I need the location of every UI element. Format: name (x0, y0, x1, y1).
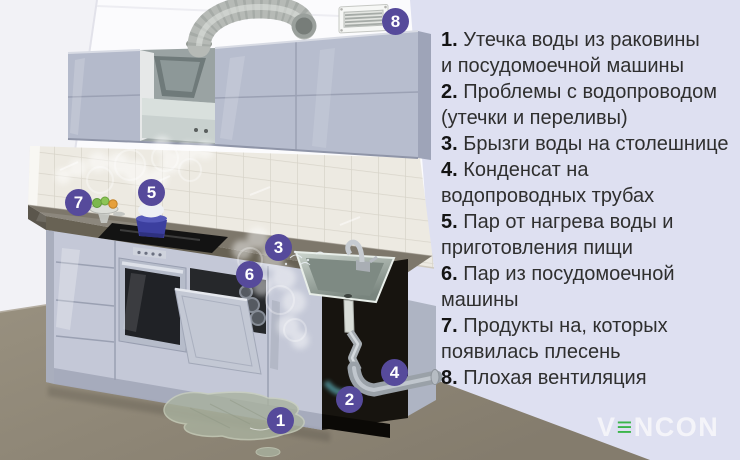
brand-logo-rest: NCON (633, 412, 720, 442)
marker-6-label: 6 (244, 264, 255, 284)
marker-4: 4 (381, 359, 408, 386)
legend-item-text: Утечка воды из раковины и посудомоечной … (441, 29, 700, 77)
brand-logo-v: V (597, 412, 617, 442)
marker-5-label: 5 (146, 182, 157, 202)
upper-cabinets (67, 30, 431, 160)
marker-7: 7 (65, 189, 92, 216)
marker-7-label: 7 (73, 192, 84, 212)
marker-6: 6 (236, 261, 263, 288)
legend-item: 4. Конденсат на водопроводных трубах (441, 157, 739, 209)
vent-grille (338, 4, 389, 34)
marker-4-label: 4 (389, 362, 400, 382)
legend-item-text: Продукты на, которых появилась плесень (441, 315, 668, 363)
steam-from-pot (55, 136, 214, 207)
legend-item: 3. Брызги воды на столешнице (441, 131, 739, 157)
legend-item-text: Проблемы с водопроводом (утечки и перели… (441, 81, 718, 129)
marker-8-label: 8 (390, 11, 401, 31)
legend-item-number: 1. (441, 29, 458, 51)
marker-3-label: 3 (273, 237, 284, 257)
vent-duct (186, 0, 317, 58)
drain-pipes (323, 299, 443, 397)
moldy-food-plate (89, 196, 125, 223)
legend-item-text: Пар из посудомоечной машины (441, 263, 675, 311)
marker-1: 1 (267, 407, 294, 434)
logo-wave-icon: ≡ (616, 412, 634, 442)
legend-item: 1. Утечка воды из раковины и посудомоечн… (441, 27, 739, 79)
marker-2-label: 2 (344, 389, 355, 409)
marker-3: 3 (265, 234, 292, 261)
legend-item-text: Брызги воды на столешнице (463, 133, 729, 155)
legend-item-number: 6. (441, 263, 458, 285)
legend-item-number: 5. (441, 211, 458, 233)
legend-item-text: Конденсат на водопроводных трубах (441, 159, 655, 207)
legend-item-text: Пар от нагрева воды и приготовления пищи (441, 211, 674, 259)
legend-item: 2. Проблемы с водопроводом (утечки и пер… (441, 79, 739, 131)
water-splashes (284, 250, 325, 266)
legend-item-number: 8. (441, 367, 458, 389)
marker-1-label: 1 (275, 410, 286, 430)
faucet (345, 239, 378, 272)
marker-8: 8 (382, 8, 409, 35)
legend-item-number: 3. (441, 133, 458, 155)
legend-item-text: Плохая вентиляция (463, 367, 647, 389)
legend-item-number: 2. (441, 81, 458, 103)
pot-on-stove (136, 202, 167, 238)
legend-item-number: 7. (441, 315, 458, 337)
legend-item: 8. Плохая вентиляция (441, 365, 739, 391)
brand-logo: V≡NCON (597, 412, 719, 443)
legend-item: 5. Пар от нагрева воды и приготовления п… (441, 209, 739, 261)
legend-item-number: 4. (441, 159, 458, 181)
sink (294, 250, 396, 304)
legend-list: 1. Утечка воды из раковины и посудомоечн… (441, 27, 739, 391)
legend-item: 6. Пар из посудомоечной машины (441, 261, 739, 313)
marker-5: 5 (138, 179, 165, 206)
range-hood (140, 48, 215, 144)
marker-2: 2 (336, 386, 363, 413)
oven (118, 247, 187, 353)
legend-item: 7. Продукты на, которых появилась плесен… (441, 313, 739, 365)
